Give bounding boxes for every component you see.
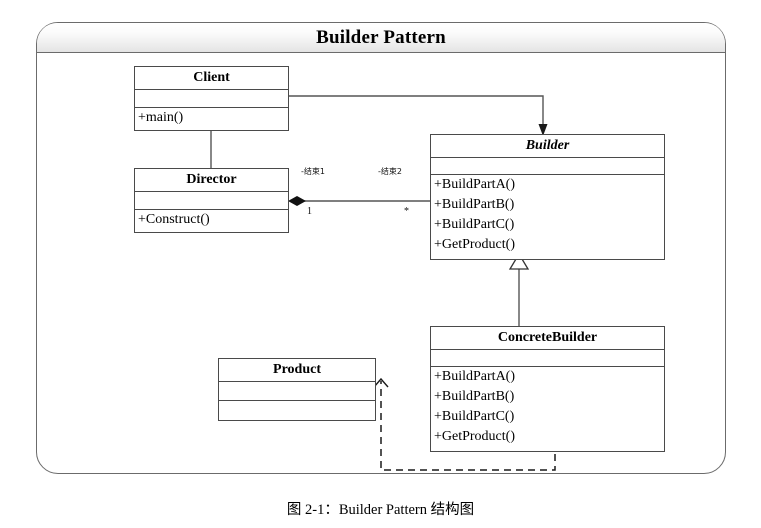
diagram-frame-header <box>37 23 725 53</box>
uml-operations-compartment: +BuildPartA() +BuildPartB() +BuildPartC(… <box>431 175 664 259</box>
uml-operation: +BuildPartB() <box>434 197 515 213</box>
uml-class-name: ConcreteBuilder <box>431 327 664 351</box>
uml-operations-compartment <box>219 401 375 420</box>
uml-operation: +BuildPartC() <box>434 409 515 425</box>
uml-operation: +BuildPartB() <box>434 389 515 405</box>
uml-class-product[interactable]: Product <box>218 358 376 422</box>
uml-class-client[interactable]: Client +main() <box>134 66 289 132</box>
uml-class-name: Builder <box>431 135 664 159</box>
uml-attributes-compartment <box>135 90 288 109</box>
edge-label-source-multiplicity: 1 <box>307 206 312 217</box>
uml-operations-compartment: +main() <box>135 108 288 130</box>
uml-attributes-compartment <box>219 382 375 402</box>
uml-class-director[interactable]: Director +Construct() <box>134 168 289 234</box>
uml-attributes-compartment <box>431 350 664 368</box>
diagram-title: Builder Pattern <box>316 27 446 48</box>
figure-caption: 图 2-1：Builder Pattern 结构图 <box>286 502 475 518</box>
edge-label-target-multiplicity: * <box>404 206 409 217</box>
edge-label-target-role: -结束2 <box>378 167 402 176</box>
uml-operation: +BuildPartA() <box>434 177 515 193</box>
uml-class-builder[interactable]: Builder +BuildPartA() +BuildPartB() +Bui… <box>430 134 665 261</box>
uml-operation: +main() <box>138 110 184 126</box>
uml-operation: +GetProduct() <box>434 237 515 253</box>
uml-class-name: Client <box>135 67 288 91</box>
uml-class-concretebuilder[interactable]: ConcreteBuilder +BuildPartA() +BuildPart… <box>430 326 665 453</box>
uml-operation: +Construct() <box>138 212 210 228</box>
uml-operation: +BuildPartC() <box>434 217 515 233</box>
edge-label-source-role: -结束1 <box>301 167 325 176</box>
uml-attributes-compartment <box>431 158 664 176</box>
uml-class-name: Director <box>135 169 288 193</box>
uml-operations-compartment: +BuildPartA() +BuildPartB() +BuildPartC(… <box>431 367 664 451</box>
uml-operation: +BuildPartA() <box>434 369 515 385</box>
uml-class-name: Product <box>219 359 375 383</box>
uml-operations-compartment: +Construct() <box>135 210 288 232</box>
uml-operation: +GetProduct() <box>434 429 515 445</box>
uml-attributes-compartment <box>135 192 288 211</box>
